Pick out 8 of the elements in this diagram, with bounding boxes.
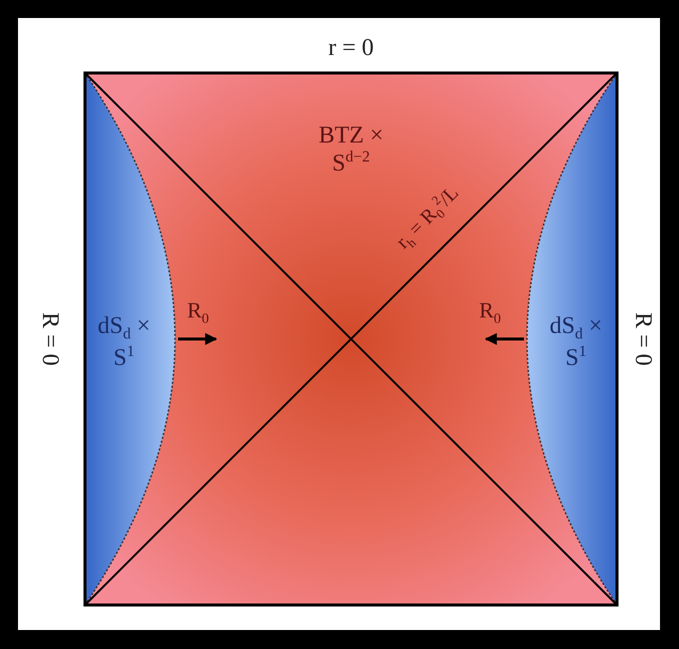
math-label: R$_{0}$ (187, 298, 209, 328)
math-label: dS$_{d}$ × S$^{1}$ (548, 312, 604, 372)
math-label: BTZ × S$^{d−2}$ (318, 122, 384, 178)
math-label: R = 0 (630, 312, 656, 366)
math-label: dS$_{d}$ × S$^{1}$ (96, 312, 152, 372)
math-label: r = 0 (328, 34, 374, 62)
math-label: R$_{0}$ (479, 298, 501, 328)
math-label: R = 0 (36, 312, 64, 366)
